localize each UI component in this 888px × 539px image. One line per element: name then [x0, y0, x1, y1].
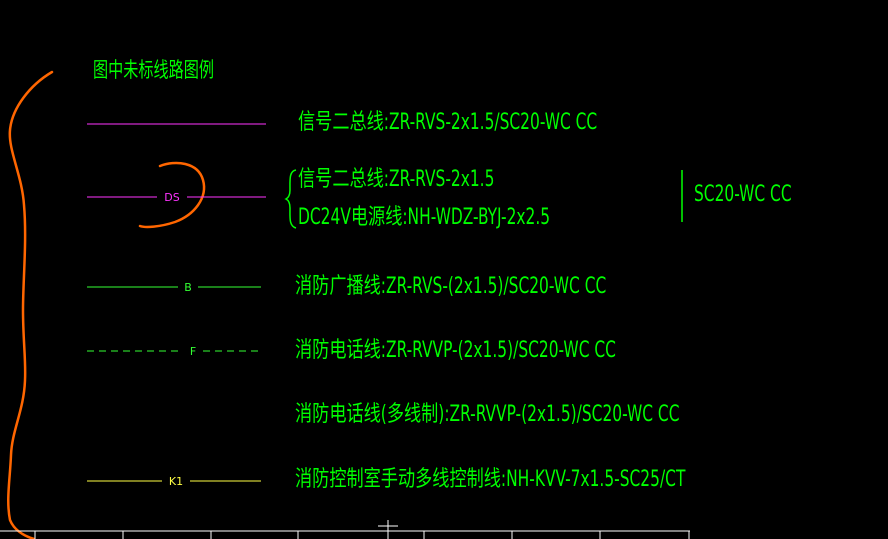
- markup-ds-circle: [138, 161, 206, 229]
- sample-label-f: F: [186, 346, 200, 358]
- legend-title: 图中未标线路图例: [93, 58, 214, 82]
- brace-row-2: [284, 169, 297, 229]
- spec-row-5: 消防电话线(多线制):ZR-RVVP-(2x1.5)/SC20-WC CC: [295, 402, 680, 427]
- spec-row-2-line-1: 信号二总线:ZR-RVS-2x1.5: [298, 167, 495, 192]
- spec-row-4: 消防电话线:ZR-RVVP-(2x1.5)/SC20-WC CC: [295, 338, 616, 363]
- spec-row-1: 信号二总线:ZR-RVS-2x1.5/SC20-WC CC: [298, 110, 598, 135]
- table-border-ticks: [34, 520, 690, 539]
- spec-row-2-shared: SC20-WC CC: [694, 182, 792, 207]
- sample-label-b: B: [181, 282, 195, 294]
- spec-row-6: 消防控制室手动多线控制线:NH-KVV-7x1.5-SC25/CT: [295, 467, 686, 492]
- sample-label-k1: K1: [165, 476, 187, 488]
- spec-row-3: 消防广播线:ZR-RVS-(2x1.5)/SC20-WC CC: [295, 274, 607, 299]
- spec-row-2-line-2: DC24V电源线:NH-WDZ-BYJ-2x2.5: [298, 205, 551, 230]
- markup-left-curve: [7, 70, 54, 539]
- sample-label-ds: DS: [161, 192, 183, 204]
